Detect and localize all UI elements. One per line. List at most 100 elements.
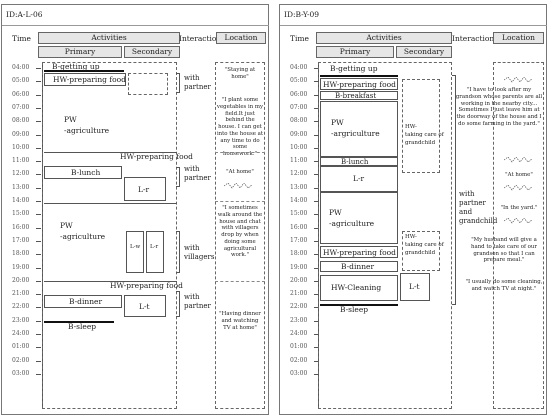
time-label: 01:00: [290, 343, 308, 351]
activity-b-breakfast: B-breakfast: [320, 91, 398, 100]
time-tick: [314, 254, 319, 256]
time-label: 15:00: [12, 210, 30, 218]
time-label: 02:00: [12, 356, 30, 364]
time-tick: [36, 347, 41, 349]
location-quote-5: "I usually do some cleaning, and watch T…: [465, 279, 543, 292]
activity-l-w: L-w: [126, 231, 144, 273]
right-panel: ID:B-Y-09 Time Activities Interaction Lo…: [279, 4, 547, 415]
zigzag-divider: [224, 183, 252, 189]
time-tick: [36, 174, 41, 176]
time-label: 19:00: [12, 263, 30, 271]
time-label: 12:00: [12, 170, 30, 178]
time-tick: [314, 174, 319, 176]
time-tick: [314, 280, 319, 282]
time-tick: [314, 121, 319, 123]
location-quote-1: "Staying at home": [224, 67, 256, 80]
time-label: 22:00: [290, 303, 308, 311]
time-label: 11:00: [290, 157, 308, 165]
time-label: 02:00: [290, 356, 308, 364]
time-label: 17:00: [290, 236, 308, 244]
time-tick: [36, 81, 41, 83]
time-label: 20:00: [12, 276, 30, 284]
time-label: 03:00: [290, 369, 308, 377]
activity-b-getting-up: B-getting up: [330, 64, 378, 73]
secondary-header: Secondary: [124, 46, 180, 58]
location-quote-2: "I plant some vegetables in my field.It …: [216, 97, 264, 157]
location-quote-4: "My husband will give a hand to take car…: [471, 237, 537, 264]
activity-l-r: L-r: [320, 166, 398, 192]
interaction-with-partner-3: with: [184, 293, 200, 301]
time-tick: [36, 334, 41, 335]
time-tick: [36, 360, 41, 362]
time-label: 06:00: [290, 90, 308, 98]
time-label: 03:00: [12, 369, 30, 377]
primary-header: Primary: [316, 46, 394, 58]
panel-id: ID:A-L-06: [6, 10, 43, 19]
time-tick: [36, 280, 41, 282]
time-tick: [314, 214, 319, 216]
time-tick: [36, 373, 41, 375]
time-tick: [314, 161, 319, 163]
time-tick: [314, 94, 319, 96]
activity-b-getting-up: B-getting up: [52, 62, 100, 71]
secondary-header: Secondary: [396, 46, 452, 58]
time-tick: [36, 134, 41, 136]
location-quote-5: "Having dinner and watching TV at home": [219, 311, 261, 331]
activity-b-lunch: B-lunch: [44, 166, 122, 179]
time-label: 18:00: [290, 250, 308, 258]
time-tick: [314, 347, 319, 349]
time-tick: [314, 360, 319, 362]
time-label: 21:00: [290, 290, 308, 298]
activity-l-t: L-t: [400, 273, 430, 301]
time-label: 14:00: [12, 197, 30, 204]
time-label: 08:00: [290, 117, 308, 125]
activity-pw-2: PW -agriculture: [320, 192, 398, 244]
time-tick: [36, 94, 41, 96]
zigzag-divider: [504, 185, 532, 191]
time-tick: [314, 334, 319, 335]
activity-l-r-2: L-r: [146, 231, 164, 273]
time-label: 16:00: [290, 223, 308, 231]
time-label: 13:00: [290, 183, 308, 191]
interaction-header: Interaction: [452, 34, 495, 43]
time-label: 23:00: [12, 316, 30, 324]
time-tick: [36, 187, 41, 189]
time-label: 09:00: [290, 130, 308, 138]
time-label: 22:00: [12, 303, 30, 311]
time-tick: [314, 320, 319, 322]
time-tick: [36, 201, 41, 202]
activity-b-dinner: B-dinner: [320, 261, 398, 272]
time-tick: [36, 267, 41, 269]
time-label: 17:00: [12, 236, 30, 244]
location-column: [215, 62, 265, 409]
time-label: 10:00: [290, 143, 308, 151]
time-tick: [36, 147, 41, 149]
time-tick: [36, 214, 41, 216]
time-label: 24:00: [12, 330, 30, 337]
time-label: 18:00: [12, 250, 30, 258]
activity-hw-preparing-food: HW-preparing food: [44, 73, 126, 86]
activity-hw-preparing-food-2: HW-preparing food: [320, 246, 398, 258]
interaction-header: Interaction: [179, 34, 222, 43]
time-tick: [314, 227, 319, 229]
time-label: 14:00: [290, 197, 308, 204]
time-header: Time: [290, 34, 309, 43]
time-label: 13:00: [12, 183, 30, 191]
time-label: 10:00: [12, 143, 30, 151]
time-tick: [36, 307, 41, 309]
time-label: 21:00: [12, 290, 30, 298]
time-tick: [314, 267, 319, 269]
time-tick: [314, 373, 319, 375]
panel-id: ID:B-Y-09: [284, 10, 320, 19]
location-quote-4: "I sometimes walk around the house and c…: [217, 205, 263, 259]
time-tick: [314, 294, 319, 296]
time-label: 15:00: [290, 210, 308, 218]
time-label: 16:00: [12, 223, 30, 231]
location-header: Location: [216, 32, 266, 44]
time-label: 05:00: [12, 77, 30, 85]
time-label: 09:00: [12, 130, 30, 138]
time-tick: [314, 134, 319, 136]
time-tick: [36, 254, 41, 256]
time-tick: [36, 320, 41, 322]
time-label: 04:00: [290, 64, 308, 71]
